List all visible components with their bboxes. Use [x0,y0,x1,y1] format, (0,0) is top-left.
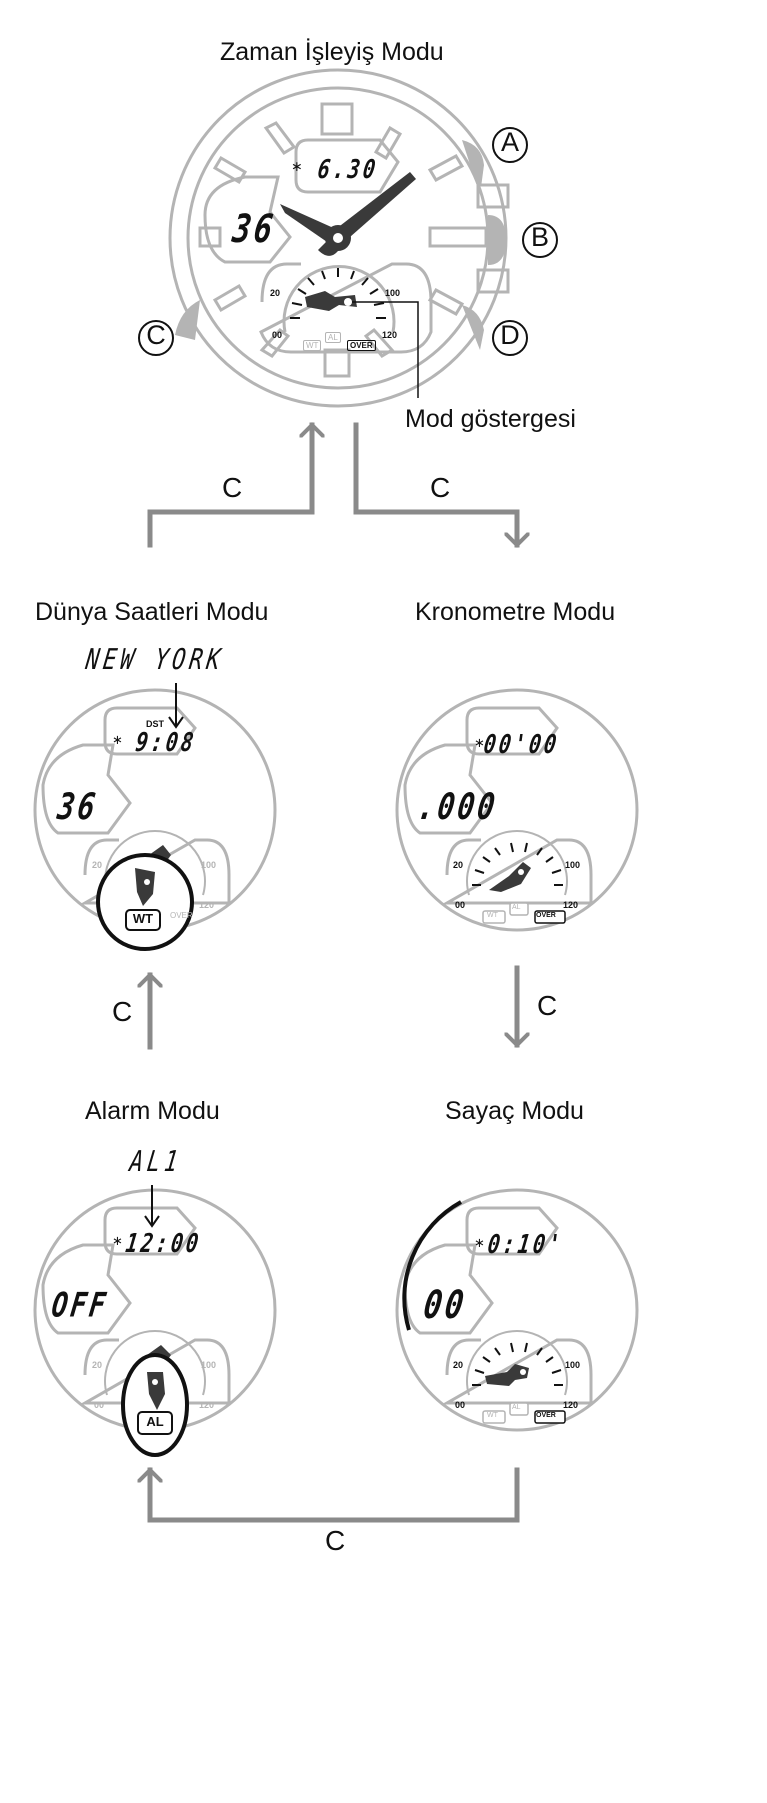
dial-number-120: 120 [199,900,215,910]
dial-number-20: 20 [270,288,281,298]
timer-progress-arc [402,1200,462,1331]
dst-indicator: DST [146,719,164,729]
dial-number-00: 00 [272,330,283,340]
al-tag: AL [512,1404,521,1411]
bluetooth-icon: ∗ [291,158,303,174]
button-b-circle [522,222,558,258]
transition-label-time-to-stopwatch: C [430,472,451,503]
dial-number-00: 00 [94,1400,105,1410]
wt-tag: WT [487,912,498,919]
stopwatch-watch [395,688,639,932]
over-tag: OVER [347,340,376,351]
mode-indicator-leader-line [352,301,419,398]
bluetooth-icon: ∗ [474,1235,485,1250]
world-time-time: 9:08 [133,726,199,758]
dial-number-120: 120 [563,900,579,910]
button-d-label[interactable]: D [500,320,520,350]
timer-watch [395,1188,639,1432]
dial-number-120: 120 [199,1400,215,1410]
dial-number-00: 00 [455,900,466,910]
al-tag: AL [512,904,521,911]
timekeeping-ticks [290,268,386,319]
dial-number-20: 20 [92,1360,103,1370]
arrow-world-to-time [147,425,312,548]
dial-number-20: 20 [453,1360,464,1370]
dial-number-20: 20 [453,860,464,870]
dial-number-20: 20 [92,860,103,870]
alarm-pointer-arrowhead [144,1215,160,1228]
dial-number-120: 120 [563,1400,579,1410]
wt-tag: WT [487,1412,498,1419]
alarm-time: 12:00 [123,1227,204,1259]
dial-number-100: 100 [385,288,401,298]
arrow-time-to-stopwatch [353,422,517,545]
bluetooth-icon: ∗ [112,732,123,747]
al-tag: AL [325,332,341,343]
timekeeping-date: 6.30 [315,153,381,185]
dial-number-100: 100 [565,860,581,870]
timekeeping-watch [168,68,510,408]
button-c-label[interactable]: C [146,320,166,350]
over-tag: OVER [536,1412,556,1419]
bluetooth-icon: ∗ [112,1233,123,1248]
bluetooth-icon: ∗ [474,735,485,750]
city-pointer-arrowhead [168,716,184,729]
wt-indicator: WT [132,911,154,926]
transition-label-timer-to-alarm: C [325,1525,346,1556]
dial-number-100: 100 [565,1360,581,1370]
arrow-timer-to-alarm [150,1470,520,1523]
button-a-label[interactable]: A [500,127,519,157]
world-time-mode-title: Dünya Saatleri Modu [35,598,269,626]
stopwatch-time: 00'00 [481,728,562,760]
alarm-name: AL1 [127,1146,185,1179]
alarm-state: OFF [49,1286,111,1326]
stopwatch-fraction: .000 [414,785,501,828]
dial-number-120: 120 [382,330,398,340]
timekeeping-mode-title: Zaman İşleyiş Modu [220,38,444,66]
transition-label-stopwatch-to-timer: C [537,990,558,1021]
alarm-mode-title: Alarm Modu [85,1097,220,1125]
dial-number-100: 100 [201,860,217,870]
dial-number-00: 00 [455,1400,466,1410]
world-time-city: NEW YORK [83,644,227,677]
world-time-day: 36 [54,785,101,828]
over-tag: OVER [170,911,193,920]
world-time-watch [33,688,277,951]
transition-label-alarm-to-world: C [112,996,133,1027]
timer-seconds: 00 [420,1282,470,1329]
alarm-watch [33,1188,277,1457]
stopwatch-mode-title: Kronometre Modu [415,598,616,626]
over-tag: OVER [536,912,556,919]
al-indicator: AL [146,1414,164,1429]
timekeeping-day: 36 [229,206,279,253]
wt-tag: WT [303,340,322,351]
timer-time: 0:10' [485,1228,566,1260]
button-a-circle [492,127,528,163]
button-b-label[interactable]: B [530,222,549,252]
button-d-circle [492,320,528,356]
timer-mode-title: Sayaç Modu [445,1097,584,1125]
timekeeping-hands [280,172,416,311]
dial-number-100: 100 [201,1360,217,1370]
button-c-circle [138,320,174,356]
mode-indicator-label: Mod göstergesi [405,405,576,433]
transition-label-world-to-time: C [222,472,243,503]
